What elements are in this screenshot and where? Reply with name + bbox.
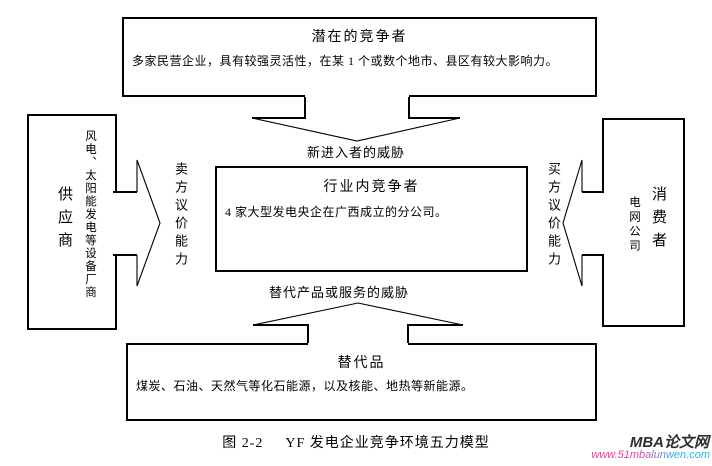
right-arrow-icon bbox=[113, 155, 165, 295]
buyers-box bbox=[602, 118, 685, 327]
suppliers-box bbox=[27, 114, 117, 330]
supplier-bargaining-power-label: 卖方议价能力 bbox=[173, 162, 188, 270]
substitutes-title: 替代品 bbox=[337, 356, 386, 371]
buyers-detail: 电网公司 bbox=[628, 196, 640, 254]
figure-caption: 图 2-2 YF 发电企业竞争环境五力模型 bbox=[0, 432, 712, 452]
up-arrow-icon bbox=[245, 298, 470, 348]
buyers-title: 消费者 bbox=[650, 186, 666, 255]
watermark-name: MBA论文网 bbox=[629, 434, 709, 451]
substitutes-box bbox=[126, 343, 597, 421]
industry-rivals-body: 4 家大型发电央企在广西成立的分公司。 bbox=[225, 205, 448, 219]
left-arrow-icon bbox=[558, 155, 607, 295]
potential-entrants-title: 潜在的竞争者 bbox=[311, 30, 408, 45]
figure-number: 图 2-2 bbox=[222, 436, 264, 451]
down-arrow-icon bbox=[245, 95, 470, 145]
potential-entrants-body: 多家民营企业，具有较强灵活性，在某 1 个或数个地市、县区有较大影响力。 bbox=[132, 54, 559, 68]
potential-entrants-box bbox=[122, 17, 597, 97]
substitutes-body: 煤炭、石油、天然气等化石能源，以及核能、地热等新能源。 bbox=[136, 379, 474, 393]
industry-rivals-box bbox=[215, 166, 528, 272]
substitutes-threat-label: 替代产品或服务的威胁 bbox=[269, 285, 410, 300]
industry-rivals-title: 行业内竞争者 bbox=[323, 180, 420, 195]
figure-title: YF 发电企业竞争环境五力模型 bbox=[285, 436, 490, 451]
buyer-bargaining-power-label: 买方议价能力 bbox=[546, 162, 561, 270]
new-entrants-threat-label: 新进入者的威胁 bbox=[306, 145, 405, 160]
suppliers-title: 供应商 bbox=[56, 186, 72, 255]
suppliers-detail: 风电、太阳能发电等设备厂商 bbox=[84, 130, 96, 299]
watermark-url: www.51mbalunwen.com bbox=[591, 449, 710, 461]
